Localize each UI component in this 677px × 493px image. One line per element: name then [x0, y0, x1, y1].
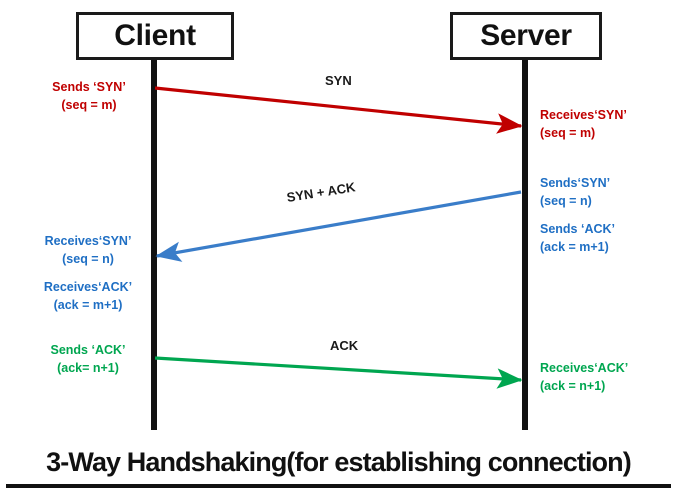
diagram-caption: 3-Way Handshaking(for establishing conne…	[46, 447, 632, 477]
note-client-sends-ack: Sends ‘ACK’ (ack= n+1)	[24, 341, 152, 377]
note-client-sends-syn: Sends ‘SYN’ (seq = m)	[24, 78, 154, 114]
note-server-receives-syn: Receives‘SYN’ (seq = m)	[540, 106, 672, 142]
lifeline-client	[151, 60, 157, 430]
note-line-secondary: (seq = n)	[540, 194, 592, 209]
note-line-primary: Receives‘SYN’	[540, 108, 627, 122]
participant-label-client: Client	[114, 19, 196, 52]
note-server-receives-ack: Receives‘ACK’ (ack = n+1)	[540, 359, 674, 395]
message-arrow-ack	[154, 356, 523, 389]
note-line-primary: Receives‘ACK’	[43, 280, 133, 295]
note-line-secondary: (ack = m+1)	[53, 298, 123, 313]
note-line-primary: Receives‘ACK’	[540, 361, 629, 375]
note-group-sends-syn: Sends‘SYN’ (seq = n)	[540, 174, 672, 210]
note-client-receives-syn-ack: Receives‘SYN’ (seq = n) Receives‘ACK’ (a…	[20, 232, 156, 315]
note-group-sends-ack: Sends ‘ACK’ (ack = m+1)	[540, 220, 672, 256]
note-line-primary: Sends ‘ACK’	[540, 222, 616, 237]
note-line-secondary: (seq = m)	[61, 98, 117, 113]
participant-box-client: Client	[76, 12, 234, 60]
note-group-receives-syn: Receives‘SYN’ (seq = n)	[20, 232, 156, 268]
message-label-syn: SYN	[325, 73, 352, 88]
note-line-primary: Receives‘SYN’	[44, 234, 132, 248]
message-label-ack: ACK	[330, 338, 359, 353]
note-line-secondary: (ack = m+1)	[540, 240, 609, 255]
message-arrow-syn-ack	[155, 190, 522, 262]
caption-underline	[6, 484, 671, 488]
message-arrow-syn	[154, 86, 523, 134]
participant-box-server: Server	[450, 12, 602, 60]
note-line-secondary: (ack = n+1)	[540, 379, 606, 394]
note-line-secondary: (ack= n+1)	[57, 361, 119, 376]
note-line-primary: Sends ‘SYN’	[52, 80, 126, 94]
note-line-primary: Sends ‘ACK’	[50, 343, 126, 357]
message-label-syn-ack: SYN + ACK	[285, 179, 357, 205]
participant-label-server: Server	[480, 19, 572, 52]
note-line-secondary: (seq = m)	[540, 126, 596, 141]
note-line-primary: Sends‘SYN’	[540, 176, 611, 190]
note-group-receives-ack: Receives‘ACK’ (ack = m+1)	[20, 278, 156, 314]
note-line-secondary: (seq = n)	[62, 252, 114, 267]
lifeline-server	[522, 60, 528, 430]
note-server-sends-syn-ack: Sends‘SYN’ (seq = n) Sends ‘ACK’ (ack = …	[540, 174, 672, 257]
